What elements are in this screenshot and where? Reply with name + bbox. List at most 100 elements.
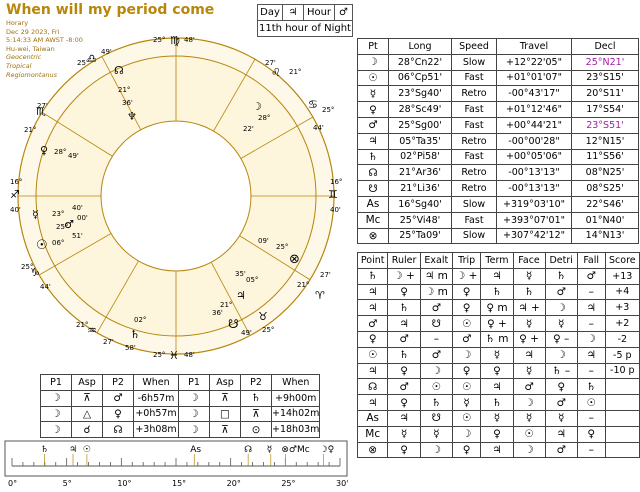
dignity-cell: ♂	[387, 378, 421, 396]
table-row: ☊21°Ar36'Retro-00°13'13"08°N25'	[357, 164, 639, 182]
point-glyph: ☊	[356, 378, 389, 396]
fortune-wheel-degree: 25°	[276, 243, 288, 251]
dignity-cell: ♀	[451, 362, 482, 380]
dignity-cell: +13	[604, 267, 640, 285]
dignity-cell: ♂	[387, 330, 421, 348]
table-row: ☊♂☉☉♃♂♀♄	[356, 378, 640, 396]
mars-wheel-degree: 25°	[56, 223, 68, 231]
aspect-glyph-cell: ♄	[240, 389, 272, 407]
speed-cell: Fast	[451, 211, 497, 229]
hour-label: Hour	[304, 5, 335, 20]
speed-cell: Fast	[451, 69, 497, 87]
speed-cell: Fast	[451, 148, 497, 166]
dignity-cell: ☿	[512, 409, 546, 427]
aspect-glyph-cell: △	[71, 405, 103, 423]
travel-cell: +12°22'05"	[496, 53, 572, 71]
dsc-minutes: 40'	[330, 206, 341, 214]
ruler-marker-glyph: ☿	[267, 445, 273, 455]
aspect-glyph-cell: ⊼	[71, 389, 103, 407]
aspect-glyph-cell: ♀	[102, 405, 134, 423]
ruler-marker-glyph: As	[190, 445, 201, 455]
aspect-time-cell: +0h57m	[133, 405, 179, 423]
longitude-cell: 25°Ta09'	[388, 227, 452, 245]
planet-positions-table: Pt Long Speed Travel Decl ☽28°Cn22'Slow+…	[357, 38, 639, 245]
table-row: ⊗♀☽♀♃☽♂–	[356, 441, 640, 459]
house-cusp-lines	[18, 38, 334, 354]
saturn-wheel-minutes: 58'	[125, 344, 136, 352]
dignity-cell: ♃	[480, 441, 514, 459]
ruler-marker-glyph: ☊	[244, 445, 252, 455]
ic-minutes: 48'	[184, 351, 195, 359]
travel-cell: +00°05'06"	[496, 148, 572, 166]
cusp-5-degree: 25°	[262, 326, 274, 334]
dignity-cell: ♃	[387, 409, 421, 427]
cusp-12-degree: 21°	[24, 126, 36, 134]
house-cusp-line	[240, 116, 314, 159]
longitude-cell: 21°Ar36'	[388, 164, 452, 182]
dsc-sign-icon: ♊	[328, 188, 338, 201]
dignity-cell	[604, 441, 640, 459]
dignity-cell: ♀	[451, 299, 482, 317]
fortune-wheel-icon: ⊗	[289, 252, 300, 267]
moon-wheel-minutes: 22'	[243, 125, 254, 133]
table-row: ♄☽ +♃ m☽ +♃☿♄♂+13	[356, 267, 640, 285]
point-glyph: ♃	[356, 299, 389, 317]
asc-sign-icon: ♐	[10, 188, 20, 201]
dignity-cell: ♂	[544, 394, 578, 411]
dignity-cell: ☿	[512, 267, 546, 285]
planetary-hour-text: 11th hour of Night	[259, 23, 351, 34]
dignity-cell: ♀	[387, 441, 421, 459]
travel-cell: -00°00'28"	[496, 132, 572, 150]
aspect-glyph-cell: ☽	[178, 421, 210, 439]
dignity-cell: ♂	[451, 330, 482, 348]
dignity-cell	[604, 409, 640, 427]
dignity-cell: ☿	[419, 425, 453, 443]
longitude-cell: 21°Li36'	[388, 180, 452, 197]
table-row: Mc☿☿☽♀☉♃♀	[356, 425, 640, 443]
venus-wheel-icon: ♀	[40, 144, 48, 157]
dignity-cell: ☿	[480, 346, 514, 364]
dignity-cell: ♀	[451, 441, 482, 459]
dignity-cell: +3	[604, 299, 640, 317]
aspect-glyph-cell: ⊼	[240, 405, 272, 423]
cusp-8-sign-icon: ♌	[271, 66, 281, 79]
ruler-marker-glyph: ♄	[40, 445, 48, 455]
col-header: Ruler	[387, 252, 421, 269]
ruler-tick-label: 15°	[172, 479, 186, 488]
col-header: Face	[512, 252, 546, 269]
info-line: Horary	[6, 19, 29, 27]
dignity-cell	[604, 378, 640, 396]
moon-wheel-degree: 28°	[258, 114, 270, 122]
mars-wheel-minutes: 00'	[77, 214, 88, 222]
table-row: ⊗25°Ta09'Slow+307°42'12"14°N13'	[357, 227, 639, 245]
dignity-cell: ♀	[576, 425, 606, 443]
col-header: Trip	[451, 252, 482, 269]
dignity-cell: ♂	[512, 378, 546, 396]
dignity-cell: ☽ +	[387, 267, 421, 285]
aspect-glyph-cell: ☽	[178, 405, 210, 423]
dignity-cell: –	[576, 315, 606, 332]
aspect-glyph-cell: ⊙	[240, 421, 272, 439]
degree-ruler: 0°5°10°15°20°25°30° ♄♃☉As☊☿⊗♂Mc☽♀	[4, 440, 348, 488]
declination-cell: 17°S54'	[571, 101, 639, 118]
fortune-wheel-minutes: 09'	[258, 237, 269, 245]
aspect-glyph-cell: ♂	[102, 389, 134, 407]
dignity-cell: ♄	[512, 283, 546, 301]
longitude-cell: 16°Sg40'	[388, 195, 452, 213]
aspect-glyph-cell: ☽	[40, 421, 72, 439]
dignity-cell: ☽	[544, 299, 578, 317]
cusp-11-minutes: 49'	[101, 48, 112, 56]
dignity-cell	[604, 394, 640, 411]
dignity-cell: ♃	[387, 315, 421, 332]
cusp-7b-sign-icon: ♋	[308, 98, 318, 111]
dignity-cell: ♃	[544, 425, 578, 443]
dignity-cell: ☽	[512, 394, 546, 411]
travel-cell: -00°13'13"	[496, 164, 572, 182]
mercury-wheel-minutes: 40'	[72, 204, 83, 212]
dignity-cell: ♀ m	[480, 299, 514, 317]
dignity-cell: -10 p	[604, 362, 640, 380]
declination-cell: 11°S56'	[571, 148, 639, 166]
north-node-wheel-icon: ☊	[114, 64, 124, 77]
col-header: Asp	[209, 374, 241, 391]
